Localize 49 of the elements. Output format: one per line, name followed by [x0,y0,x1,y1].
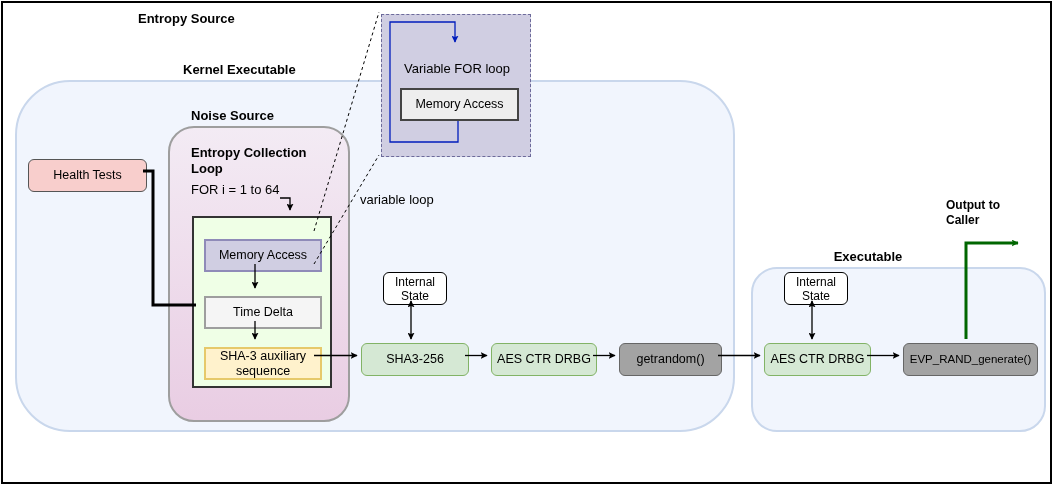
box-label: AES CTR DRBG [770,351,865,369]
process-box [361,343,469,376]
state-box [383,272,447,305]
group-title: Entropy Source [138,10,235,28]
arrow [964,239,1019,339]
process-box [764,343,871,376]
state-box [784,272,848,305]
panel-title: Variable FOR loop [403,60,511,78]
arrow [717,352,761,359]
loop-body-box [192,216,332,388]
box-label: Internal State [394,274,436,303]
box-label: getrandom() [636,351,705,369]
process-box [204,296,322,329]
box-label: Time Delta [233,304,293,322]
loop-condition: FOR i = 1 to 64 [191,181,280,199]
process-box [204,347,322,380]
group-title: Kernel Executable [183,61,296,79]
function-box [903,343,1038,376]
arrow [808,300,816,340]
box-label: Memory Access [218,247,308,265]
box-label: EVP_RAND_generate() [909,351,1032,367]
box-label: SHA3-256 [386,351,444,369]
arrow [313,352,358,359]
arrow [251,320,259,340]
function-box [619,343,722,376]
group-title: Noise Source [191,107,275,125]
connector-line [143,169,196,307]
process-box [400,88,519,121]
group-title: Executable [832,248,904,266]
box-label: Memory Access [415,96,504,114]
process-box [491,343,597,376]
arrow [279,197,294,211]
arrow [464,352,488,359]
box-label: Internal State [795,274,837,303]
output-label: Output to Caller [946,198,1000,228]
arrow [407,300,415,340]
arrow [251,263,259,289]
arrow [592,352,616,359]
arrow [866,352,900,359]
process-box [28,159,147,192]
process-box [204,239,322,272]
arrow [389,21,459,143]
zoom-line [313,154,380,265]
annotation-text: variable loop [360,191,434,209]
zoom-line [313,11,380,232]
box-label: Health Tests [53,167,122,185]
loop-title: Entropy Collection Loop [191,145,308,177]
box-label: AES CTR DRBG [497,351,591,369]
box-label: SHA-3 auxiliary sequence [218,348,308,379]
